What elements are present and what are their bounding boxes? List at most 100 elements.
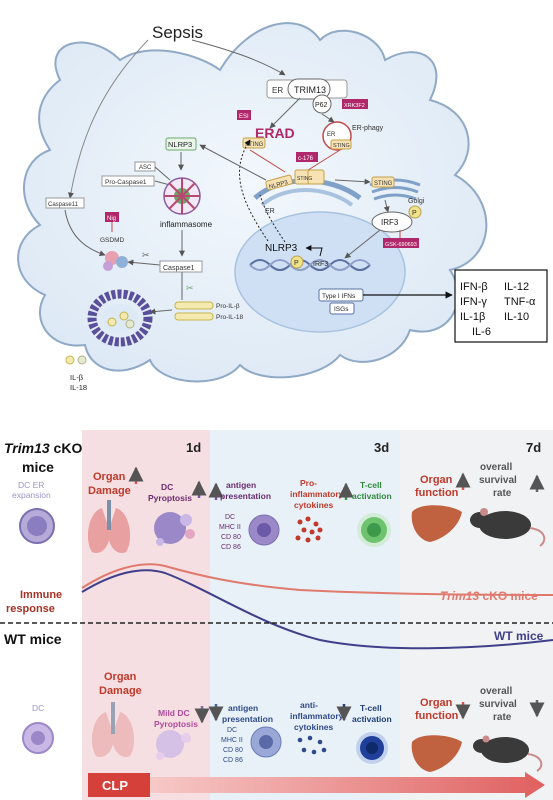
procasp1-box (101, 175, 155, 187)
pro-il1b-label: Pro-IL-β (216, 303, 240, 310)
il1b-dot (65, 355, 75, 365)
lungs-icon-wt (91, 702, 135, 758)
trim13-label: TRIM13 (294, 85, 326, 95)
erad-label: ERAD (255, 125, 295, 141)
marker-cko-0: DC (225, 514, 235, 521)
gsk-label: GSK-690693 (385, 242, 417, 248)
cyto-il12: IL-12 (504, 281, 529, 293)
p62-node (312, 94, 332, 114)
organ-damage-2: Damage (88, 485, 131, 497)
scissor-icon-1: ✂ (142, 250, 150, 260)
il18-dot (77, 355, 87, 365)
mouse-icon-wt (473, 735, 543, 772)
p-node-1 (408, 205, 422, 219)
marker-cko-2: CD 80 (221, 534, 241, 541)
caspase1-box (159, 260, 203, 273)
c176-label: c-176 (298, 156, 314, 162)
inflammasome-label: inflammasome (160, 220, 213, 229)
er-membrane-label: ER (265, 208, 275, 215)
krk-box (342, 99, 368, 109)
overall-cko-2: rate (493, 488, 512, 499)
marker-cko-1: MHC II (219, 524, 241, 531)
er-phagy-label: ER-phagy (352, 125, 384, 132)
cyto-il6: IL-6 (472, 326, 491, 338)
wt-response-curve (81, 569, 553, 650)
mild-2: Pyroptosis (154, 719, 198, 729)
procasp1-label: Pro-Caspase1 (105, 179, 147, 186)
dc-pyro-2: Pyroptosis (148, 493, 192, 503)
gsk-box (383, 238, 419, 248)
wt-label: WT mice (4, 631, 62, 647)
dc-cell-icon-cko (248, 514, 280, 546)
gsdmd-pore (87, 289, 153, 347)
organ-func-1: Organ (420, 474, 453, 486)
anti-inf-0: anti- (300, 700, 318, 710)
wt-dc-label: DC (32, 703, 44, 713)
il18-label: IL-18 (70, 383, 87, 392)
golgi-label: Golgi (408, 198, 425, 205)
inflammasome-graphic (163, 177, 201, 215)
nlrp3-cyto-box (165, 137, 197, 151)
cyto-il1b: IL-1β (460, 311, 485, 323)
sting-golgi-box (371, 176, 395, 188)
nlrp3-cyto-label: NLRP3 (168, 140, 192, 149)
liver-icon-wt (411, 735, 462, 772)
wt-organ-damage-1: Organ (104, 671, 137, 683)
dc-er-cell-icon (19, 508, 55, 544)
tcell-icon-wt (356, 732, 388, 764)
pro-cytokine-dots (295, 516, 323, 543)
nig-box (105, 212, 119, 222)
dc-cell-icon-wt (250, 726, 282, 758)
liver-icon-cko (411, 505, 462, 542)
mild-1: Mild DC (158, 708, 190, 718)
wt-antigen-1: antigen (228, 703, 258, 713)
p-label-2: P (294, 260, 299, 267)
asc-box (134, 161, 156, 172)
sting-er-label: STING (297, 176, 312, 182)
er-label: ER (272, 86, 283, 95)
caspase11-label: Caspase11 (48, 202, 79, 208)
clp-label: CLP (102, 778, 128, 793)
tcell-1: T-cell (360, 480, 382, 490)
day7-label: 7d (526, 440, 541, 455)
anti-inf-1: inflammatory (290, 711, 344, 721)
gsdmd-graphic (103, 251, 128, 271)
top-panel: Sepsis ER TRIM13 P62 XRK3F2 ESI ERAD STI… (17, 22, 548, 392)
wt-organ-func-2: function (415, 710, 459, 722)
overall-wt-0: overall (480, 686, 512, 697)
pro-inf-0: Pro- (300, 478, 317, 488)
sepsis-label: Sepsis (152, 23, 203, 42)
p-label-1: P (412, 210, 417, 217)
cko-label: Trim13 cKO (4, 440, 82, 456)
marker-wt-3: CD 86 (223, 757, 243, 764)
esi-label: ESI (239, 114, 249, 120)
nlrp3-nuc-label: NLRP3 (265, 243, 298, 254)
bottom-panel: Trim13 cKO mice 1d 3d 7d DC ER expansion… (0, 430, 553, 800)
nlrp3-er-label: NLRP3 (268, 180, 289, 191)
cyto-tnfa: TNF-α (504, 296, 536, 308)
pyroptotic-dc-icon-wt (156, 730, 191, 760)
lungs-icon-cko (87, 500, 131, 554)
day1-label: 1d (186, 440, 201, 455)
wt-organ-damage-2: Damage (99, 685, 142, 697)
tcell-icon-cko (357, 513, 391, 547)
pyroptotic-dc-icon-cko (154, 512, 195, 546)
day3-label: 3d (374, 440, 389, 455)
wt-organ-func-1: Organ (420, 697, 453, 709)
caspase11-box (45, 197, 85, 209)
caspase1-label: Caspase1 (163, 265, 195, 272)
pro-il18-bar (174, 312, 214, 321)
wt-tcell-2: activation (352, 714, 392, 724)
isgs-label: ISGs (334, 306, 349, 313)
wt-curve-label: WT mice (494, 629, 544, 643)
wt-antigen-2: presentation (222, 714, 273, 724)
pro-il1b-bar (174, 301, 214, 310)
overall-wt-1: survival (479, 699, 517, 710)
organ-func-2: function (415, 487, 459, 499)
p-node-2 (290, 255, 304, 269)
krk-label: XRK3F2 (344, 103, 365, 109)
scissor-icon-2: ✂ (186, 283, 194, 293)
antigen-2: presentation (220, 491, 271, 501)
overall-cko-0: overall (480, 462, 512, 473)
